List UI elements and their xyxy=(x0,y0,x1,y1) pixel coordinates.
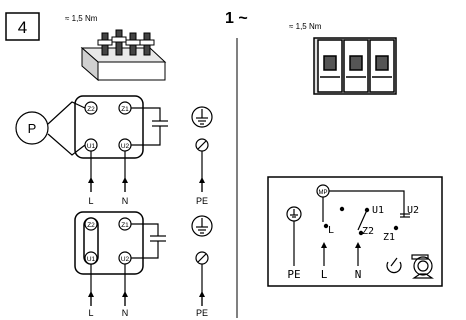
top-terminal-z2: Z2 xyxy=(87,106,95,113)
schematic-label-u2: U2 xyxy=(407,205,419,216)
schematic-label-z2: Z2 xyxy=(362,226,374,237)
torque-label-left: ≈ 1,5 Nm xyxy=(65,14,98,23)
torque-label-right: ≈ 1,5 Nm xyxy=(289,22,322,31)
bottom-terminal-z1: Z1 xyxy=(121,222,129,229)
bottom-terminal-u2: U2 xyxy=(121,256,130,263)
top-wiring-diagram xyxy=(15,95,213,192)
schematic-label-pe: PE xyxy=(287,268,300,281)
bottom-terminal-z2: Z2 xyxy=(87,222,95,229)
bottom-lead-n: N xyxy=(122,308,129,318)
motor-protector-label: MP xyxy=(319,190,328,196)
phase-label: 1 ~ xyxy=(225,10,248,27)
terminal-board-top xyxy=(74,95,144,159)
schematic-label-l: L xyxy=(321,268,328,281)
bottom-terminal-u1: U1 xyxy=(87,256,96,263)
rotation-icon xyxy=(386,257,402,274)
top-lead-l: L xyxy=(88,196,93,206)
schematic-label-z1: Z1 xyxy=(383,232,395,243)
motor-label: P xyxy=(28,121,37,136)
top-terminal-u1: U1 xyxy=(87,143,96,150)
schematic-label-u1: U1 xyxy=(372,205,384,216)
schematic-label-l-upper: L xyxy=(328,225,334,236)
terminal-block-illustration xyxy=(80,29,167,82)
motor-icon xyxy=(411,254,434,279)
top-lead-n: N xyxy=(122,196,129,206)
bottom-wiring-diagram xyxy=(74,211,213,306)
terminal-strip-illustration xyxy=(313,37,397,95)
bottom-lead-pe: PE xyxy=(196,308,208,318)
top-terminal-z1: Z1 xyxy=(121,106,129,113)
schematic-box xyxy=(267,176,443,287)
terminal-board-bottom xyxy=(74,211,144,275)
schematic-label-n: N xyxy=(355,268,362,281)
step-number: 4 xyxy=(18,18,27,37)
top-lead-pe: PE xyxy=(196,196,208,206)
motor-symbol xyxy=(15,111,49,145)
bottom-lead-l: L xyxy=(88,308,93,318)
step-number-box xyxy=(5,12,40,41)
top-terminal-u2: U2 xyxy=(121,143,130,150)
